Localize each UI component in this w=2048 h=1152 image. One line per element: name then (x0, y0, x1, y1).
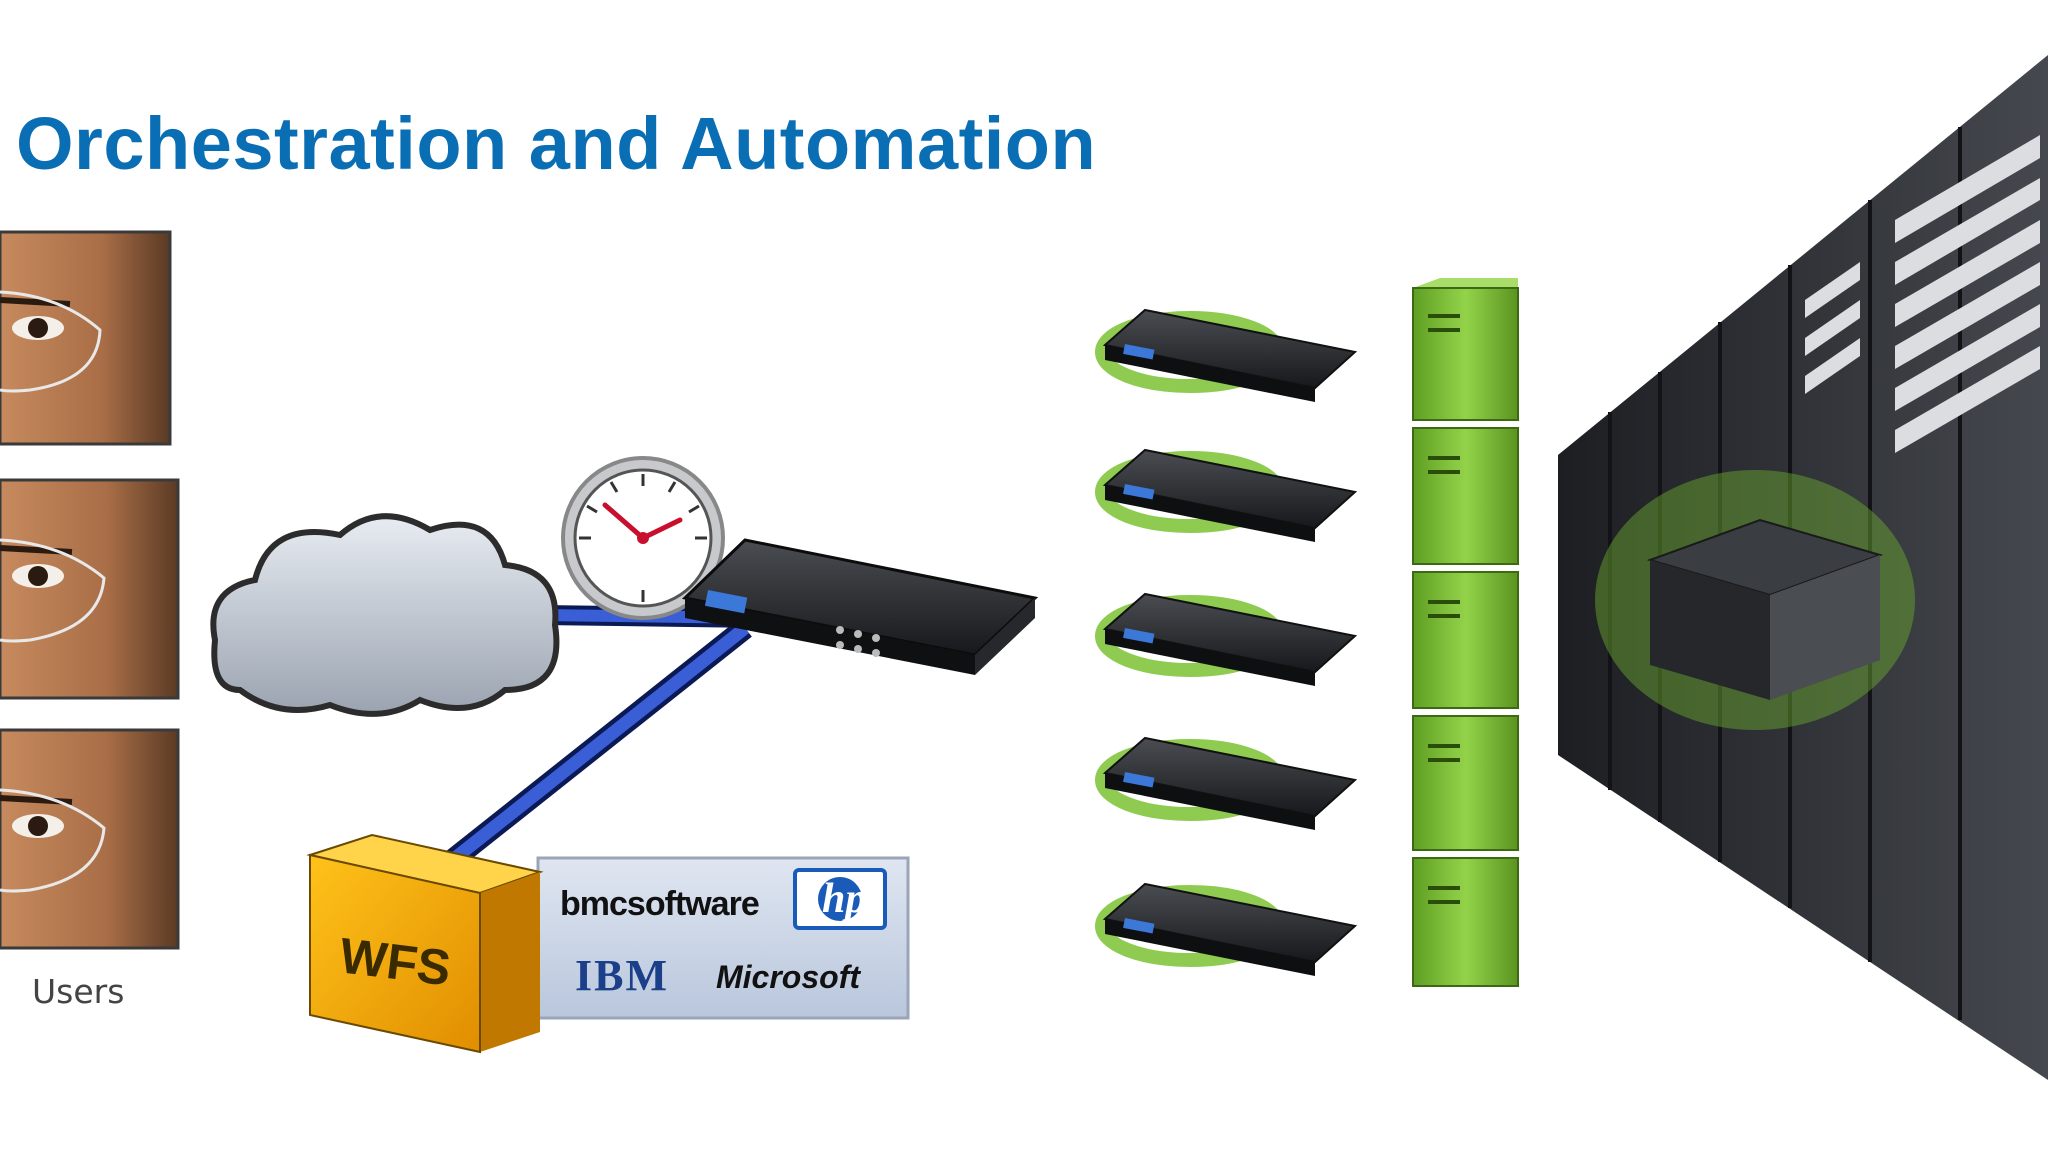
bmc-software-logo: bmcsoftware (560, 885, 759, 923)
ibm-logo: IBM (575, 951, 669, 1000)
server-tower-stack-icon (1412, 278, 1519, 987)
data-center-racks-icon (1558, 55, 2048, 1080)
network-link (433, 619, 752, 879)
virtual-appliance-icon (1095, 308, 1358, 402)
user-photo (0, 728, 180, 950)
users-label: Users (32, 972, 125, 1011)
clock-icon (561, 456, 725, 620)
internet-cloud-icon (210, 513, 560, 717)
virtual-appliance-icon (1095, 448, 1358, 542)
user-photo (0, 230, 172, 446)
wfs-box-icon: WFS (306, 833, 544, 1054)
microsoft-logo: Microsoft (716, 959, 861, 995)
vendor-panel: bmcsoftware hp IBM Microsoft (536, 856, 910, 1020)
hp-logo-text: hp (822, 876, 866, 922)
virtual-appliance-icon (1095, 736, 1358, 830)
wfs-label: WFS (337, 927, 454, 996)
slide-title: Orchestration and Automation (16, 102, 1097, 185)
server-stack-icon (1646, 518, 1884, 700)
virtual-appliance-icon (1095, 592, 1358, 686)
user-photo (0, 478, 180, 700)
virtual-appliance-icon (1095, 882, 1358, 976)
load-balancer-appliance-icon (681, 538, 1039, 675)
